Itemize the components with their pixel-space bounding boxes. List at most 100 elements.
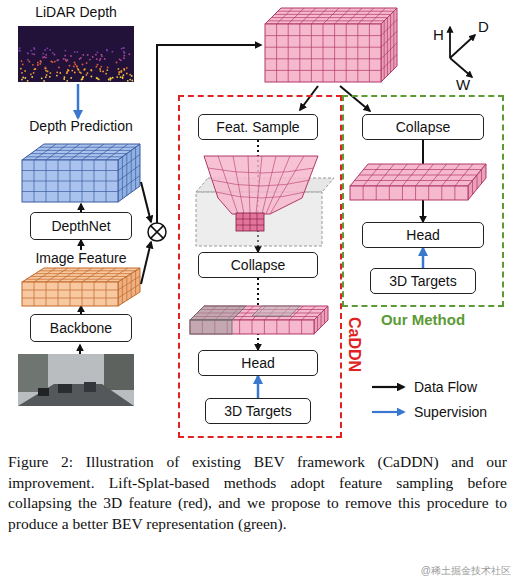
- grid-line: [22, 191, 118, 192]
- grid-line: [276, 320, 277, 334]
- lidar-point: [86, 74, 88, 76]
- axis-label: H: [433, 26, 444, 43]
- target-box: 3D Targets: [370, 268, 476, 294]
- lidar-point: [74, 51, 76, 53]
- grid-line: [454, 186, 455, 200]
- lidar-point: [82, 76, 84, 78]
- grid-line: [265, 58, 381, 59]
- lidar-point: [108, 79, 110, 81]
- lidar-point: [121, 48, 123, 50]
- lidar-point: [109, 79, 111, 81]
- grid-line: [70, 144, 92, 160]
- lidar-point: [33, 53, 35, 55]
- process-box: DepthNet: [30, 212, 132, 240]
- lidar-point: [110, 78, 112, 80]
- grid-line: [118, 165, 140, 181]
- lidar-point: [19, 50, 21, 52]
- legend-sample: [372, 387, 404, 412]
- lidar-point: [27, 80, 29, 82]
- lidar-point: [100, 58, 102, 60]
- lidar-point: [131, 75, 133, 77]
- frustum-illustration: [256, 156, 262, 214]
- grid-line: [288, 24, 289, 82]
- lidar-point: [35, 68, 37, 70]
- lidar-point: [64, 76, 66, 78]
- grid-line: [441, 186, 442, 200]
- grid-line: [481, 170, 482, 184]
- tensor-block: Depth Prediction: [22, 118, 140, 204]
- lidar-point: [120, 76, 122, 78]
- lidar-point: [46, 74, 48, 76]
- lidar-point: [129, 53, 131, 55]
- street-photo: [104, 354, 134, 390]
- lidar-point: [80, 57, 82, 59]
- process-box: Feat. Sample: [198, 114, 318, 140]
- lidar-point: [122, 76, 124, 78]
- axis-arrows: [449, 27, 451, 58]
- grid-line: [289, 320, 290, 334]
- lidar-point: [124, 69, 126, 71]
- street-photo: [18, 384, 134, 406]
- lidar-point: [45, 67, 47, 69]
- lidar-point: [45, 76, 47, 78]
- flow-arrow: [80, 240, 82, 250]
- node-label: 3D Targets: [224, 403, 291, 419]
- lidar-point: [96, 66, 98, 68]
- lidar-point: [82, 54, 84, 56]
- lidar-point: [63, 58, 65, 60]
- lidar-point: [107, 67, 109, 69]
- lidar-point: [123, 74, 125, 76]
- process-box: Collapse: [198, 252, 318, 278]
- lidar-point: [98, 78, 100, 80]
- tensor-face: [381, 8, 397, 82]
- lidar-point: [83, 69, 85, 71]
- frustum-illustration: [236, 213, 264, 231]
- lidar-point: [112, 77, 114, 79]
- frustum-illustration: [208, 156, 314, 214]
- grid-line: [26, 156, 122, 157]
- grid-line: [82, 144, 104, 160]
- lidar-point: [45, 68, 47, 70]
- frustum-illustration: [262, 156, 276, 214]
- frustum-illustration: [236, 219, 264, 220]
- frustum-illustration: [257, 213, 258, 231]
- lidar-point: [68, 70, 70, 72]
- grid-line: [311, 24, 312, 82]
- lidar-point: [121, 70, 123, 72]
- lidar-point: [89, 59, 91, 61]
- grid-line: [46, 282, 47, 306]
- grid-line: [58, 144, 80, 160]
- flow-arrow: [80, 204, 82, 212]
- lidar-point: [45, 54, 47, 56]
- grid-line: [22, 290, 118, 291]
- grid-line: [106, 144, 128, 160]
- lidar-point: [100, 70, 102, 72]
- lidar-point: [29, 61, 31, 63]
- lidar-point: [45, 67, 47, 69]
- watermark: @稀土掘金技术社区: [421, 564, 511, 578]
- lidar-point: [116, 62, 118, 64]
- lidar-point: [74, 72, 76, 74]
- grid-line: [321, 313, 322, 327]
- group-title: Our Method: [344, 311, 502, 328]
- lidar-point: [104, 58, 106, 60]
- tensor-face: [350, 164, 486, 186]
- lidar-point: [37, 64, 39, 66]
- grid-line: [70, 282, 71, 306]
- grid-line: [265, 35, 381, 36]
- flow-arrow: [77, 84, 80, 118]
- tensor-face: [350, 186, 468, 200]
- lidar-point: [91, 70, 93, 72]
- lidar-point: [45, 57, 47, 59]
- lidar-point: [65, 50, 67, 52]
- flow-arrow: [257, 376, 260, 398]
- lidar-point: [32, 64, 34, 66]
- process-box: Head: [362, 222, 484, 248]
- lidar-point: [124, 52, 126, 54]
- lidar-point: [75, 64, 77, 66]
- lidar-point: [45, 70, 47, 72]
- tensor-block: Image Feature: [22, 250, 140, 306]
- lidar-point: [106, 49, 108, 51]
- grid-line: [428, 186, 429, 200]
- lidar-point: [67, 69, 69, 71]
